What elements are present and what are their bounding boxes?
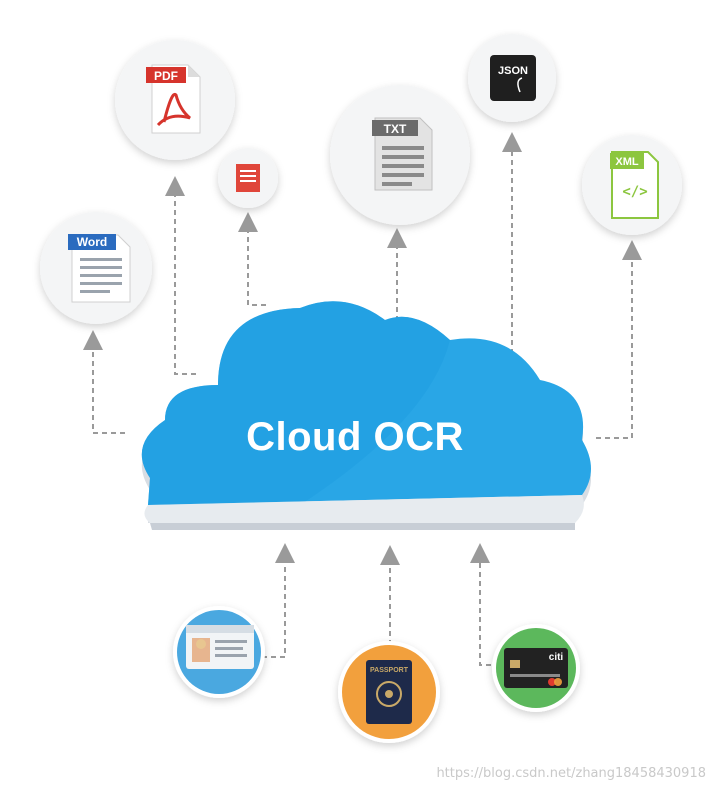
connectors [83,132,642,666]
txt-node [330,85,470,225]
word-document-icon [68,234,131,303]
connector-word [83,330,125,434]
connector-xml [596,240,642,439]
svg-text:</>: </> [622,184,647,200]
pdf-node [115,40,235,160]
xml-label: XML [615,156,639,168]
xml-document-icon: </> [610,151,659,219]
passport-node [338,641,440,743]
json-label: JSON [498,65,528,77]
red-document-icon [236,164,260,192]
id-card-icon [186,625,254,669]
document-node [218,148,278,208]
id-card-node [173,606,265,698]
txt-document-icon [372,117,433,191]
watermark: https://blog.csdn.net/zhang18458430918 [436,766,706,781]
xml-node: </> [582,135,682,235]
connector-txt [380,228,407,323]
json-node [468,34,556,122]
connector-credit-card [470,543,500,666]
passport-icon [366,660,412,724]
json-document-icon [490,55,536,101]
pdf-label: PDF [154,69,178,83]
word-label: Word [77,235,107,249]
credit-card-icon [504,648,568,688]
cloud-title: Cloud OCR [246,415,464,459]
word-node [40,212,152,324]
pdf-document-icon [146,64,201,134]
connector-json [492,132,522,353]
citi-label: citi [549,652,564,663]
connector-pdf [165,176,196,375]
credit-card-node [492,624,580,712]
txt-label: TXT [384,122,407,136]
cloud-shape [141,301,591,530]
passport-label: PASSPORT [370,667,409,674]
connector-document [238,212,266,306]
connector-id-card [262,543,295,658]
